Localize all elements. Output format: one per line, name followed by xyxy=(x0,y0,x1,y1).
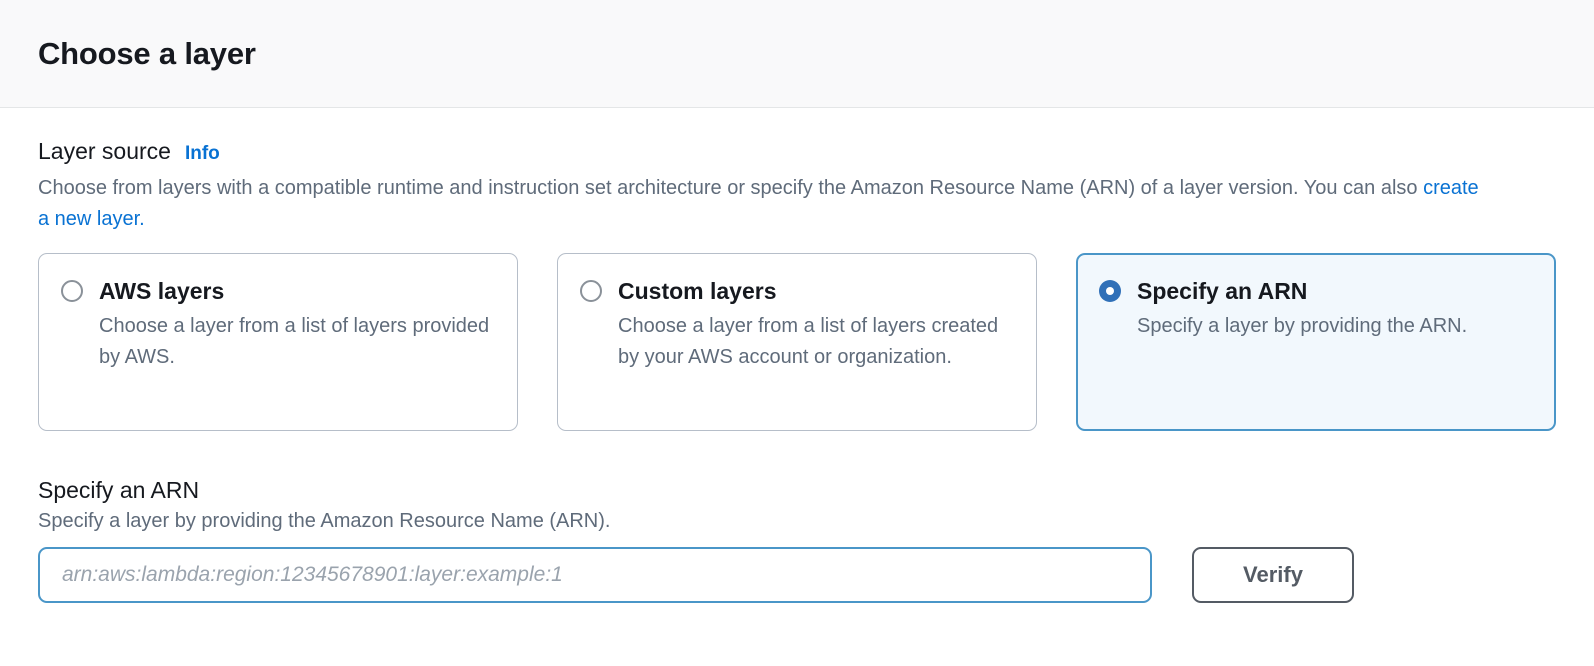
modal-header: Choose a layer xyxy=(0,0,1594,108)
verify-button[interactable]: Verify xyxy=(1192,547,1354,603)
page-title: Choose a layer xyxy=(38,35,256,71)
radio-icon-aws-layers[interactable] xyxy=(61,280,83,302)
info-link[interactable]: Info xyxy=(184,143,220,164)
create-a-new-layer-link[interactable]: create a new layer. xyxy=(38,177,1479,230)
radio-card-text-specify-an-arn: Specify an ARN Specify a layer by provid… xyxy=(1137,276,1531,408)
radio-card-text-custom-layers: Custom layers Choose a layer from a list… xyxy=(618,276,1012,408)
radio-card-title-specify-an-arn: Specify an ARN xyxy=(1137,278,1308,304)
layer-source-label-row: Layer source Info xyxy=(38,138,1556,165)
arn-input-row: Verify xyxy=(38,547,1556,603)
radio-card-aws-layers[interactable]: AWS layers Choose a layer from a list of… xyxy=(38,253,518,431)
arn-section: Specify an ARN Specify a layer by provid… xyxy=(38,477,1556,603)
layer-source-options: AWS layers Choose a layer from a list of… xyxy=(38,253,1556,431)
radio-icon-custom-layers[interactable] xyxy=(580,280,602,302)
radio-card-description-custom-layers: Choose a layer from a list of layers cre… xyxy=(618,315,999,368)
radio-card-description-specify-an-arn: Specify a layer by providing the ARN. xyxy=(1137,315,1468,337)
arn-section-subtext: Specify a layer by providing the Amazon … xyxy=(38,510,611,532)
radio-card-text-aws-layers: AWS layers Choose a layer from a list of… xyxy=(99,276,493,408)
radio-icon-specify-an-arn[interactable] xyxy=(1099,280,1121,302)
arn-section-heading: Specify an ARN xyxy=(38,477,200,503)
layer-source-label: Layer source xyxy=(38,138,171,164)
layer-source-description: Choose from layers with a compatible run… xyxy=(38,173,1488,235)
layer-source-description-text: Choose from layers with a compatible run… xyxy=(38,177,1424,199)
radio-card-title-custom-layers: Custom layers xyxy=(618,278,777,304)
radio-card-custom-layers[interactable]: Custom layers Choose a layer from a list… xyxy=(557,253,1037,431)
radio-card-title-aws-layers: AWS layers xyxy=(99,278,225,304)
radio-card-specify-an-arn[interactable]: Specify an ARN Specify a layer by provid… xyxy=(1076,253,1556,431)
arn-input[interactable] xyxy=(38,547,1152,603)
radio-dot-icon xyxy=(1106,287,1114,295)
radio-card-description-aws-layers: Choose a layer from a list of layers pro… xyxy=(99,315,490,368)
modal-body: Layer source Info Choose from layers wit… xyxy=(0,108,1594,603)
